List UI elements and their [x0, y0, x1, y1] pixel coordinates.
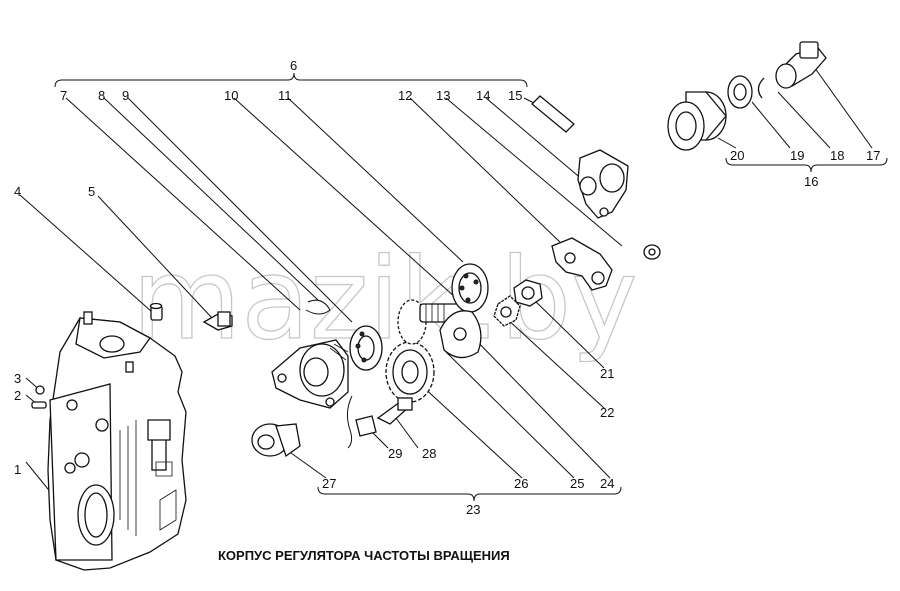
label-14: 14 — [476, 88, 490, 103]
part-29-washer — [346, 395, 377, 449]
part-28-bolt — [376, 397, 413, 425]
part-3-washer — [35, 385, 45, 395]
part-24-spring-plate — [493, 295, 521, 327]
part-7-clip — [305, 299, 331, 315]
label-7: 7 — [60, 88, 67, 103]
bracket-group-16 — [725, 157, 888, 173]
diagram-caption: КОРПУС РЕГУЛЯТОРА ЧАСТОТЫ ВРАЩЕНИЯ — [218, 548, 510, 563]
label-18: 18 — [830, 148, 844, 163]
label-3: 3 — [14, 371, 21, 386]
label-19: 19 — [790, 148, 804, 163]
label-24: 24 — [600, 476, 614, 491]
part-21-nut — [513, 279, 543, 307]
label-15: 15 — [508, 88, 522, 103]
label-4: 4 — [14, 184, 21, 199]
label-16: 16 — [804, 174, 818, 189]
label-22: 22 — [600, 405, 614, 420]
part-5-bolt — [202, 311, 233, 331]
label-23: 23 — [466, 502, 480, 517]
bracket-group-6 — [54, 72, 528, 88]
part-1-housing — [47, 311, 187, 571]
label-21: 21 — [600, 366, 614, 381]
label-9: 9 — [122, 88, 129, 103]
part-14-bracket — [577, 149, 629, 219]
leader-lines — [19, 63, 873, 495]
part-19-bearing — [727, 75, 753, 109]
label-27: 27 — [322, 476, 336, 491]
watermark: mazik.by — [132, 235, 637, 365]
label-5: 5 — [88, 184, 95, 199]
label-11: 11 — [278, 88, 292, 103]
label-26: 26 — [514, 476, 528, 491]
part-26-gear — [385, 341, 435, 403]
part-9-bearing — [349, 325, 383, 371]
bracket-group-23 — [317, 486, 622, 502]
label-12: 12 — [398, 88, 412, 103]
part-27-bushing — [251, 423, 301, 458]
part-13-nut — [643, 244, 661, 260]
part-number-labels: 1 2 3 4 5 6 7 8 9 10 11 12 13 14 15 16 1… — [14, 58, 880, 517]
part-11-bearing — [451, 263, 489, 313]
part-4-pin — [149, 302, 163, 321]
label-2: 2 — [14, 388, 21, 403]
label-10: 10 — [224, 88, 238, 103]
label-29: 29 — [388, 446, 402, 461]
label-25: 25 — [570, 476, 584, 491]
part-flange — [271, 339, 349, 409]
label-17: 17 — [866, 148, 880, 163]
label-1: 1 — [14, 462, 21, 477]
part-12-lever — [551, 237, 613, 291]
label-28: 28 — [422, 446, 436, 461]
part-25-weights — [439, 310, 482, 359]
part-10-gear — [397, 299, 467, 345]
label-20: 20 — [730, 148, 744, 163]
label-13: 13 — [436, 88, 450, 103]
label-6: 6 — [290, 58, 297, 73]
part-20-sleeve — [667, 91, 727, 151]
label-8: 8 — [98, 88, 105, 103]
part-18-ring — [757, 77, 765, 99]
part-2-screw — [31, 401, 47, 409]
part-15-pin — [531, 95, 575, 133]
part-17-plug — [775, 41, 827, 89]
